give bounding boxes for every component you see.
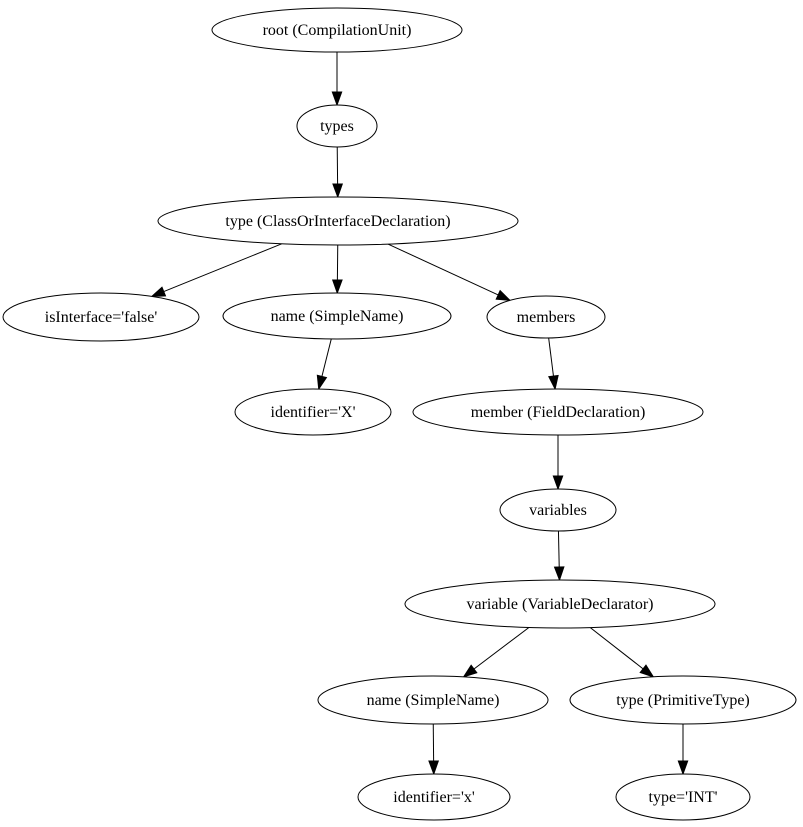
node-ellipse <box>157 196 519 246</box>
arrowhead-icon <box>331 279 343 295</box>
node-name-var: name (SimpleName) <box>317 675 549 725</box>
node-member-field: member (FieldDeclaration) <box>412 388 704 436</box>
node-ellipse <box>569 675 797 725</box>
node-is-interface: isInterface='false' <box>2 292 200 342</box>
node-ellipse <box>2 292 200 342</box>
edge-root-types <box>331 52 343 107</box>
node-label: type='INT' <box>649 789 718 806</box>
node-ellipse <box>615 773 751 821</box>
node-ellipse <box>211 7 463 53</box>
node-type-prim: type (PrimitiveType) <box>569 675 797 725</box>
arrowhead-icon <box>677 760 689 776</box>
node-variables: variables <box>499 488 617 532</box>
node-ellipse <box>499 488 617 532</box>
edge-type_class-name_class <box>331 244 343 295</box>
node-ellipse <box>222 292 452 340</box>
node-type-class: type (ClassOrInterfaceDeclaration) <box>157 196 519 246</box>
edge-types-type_class <box>332 146 344 199</box>
arrowhead-icon <box>331 91 343 107</box>
edge-members-member_field <box>548 337 559 391</box>
node-label: type (ClassOrInterfaceDeclaration) <box>225 213 450 230</box>
node-label: identifier='X' <box>271 404 356 421</box>
arrowhead-icon <box>548 374 559 391</box>
node-label: name (SimpleName) <box>367 692 500 709</box>
arrowhead-icon <box>495 289 512 301</box>
node-label: members <box>517 309 576 326</box>
node-identifier-X: identifier='X' <box>234 388 392 436</box>
node-ellipse <box>404 579 716 629</box>
edge-member_field-variables <box>552 435 564 491</box>
node-label: variables <box>529 502 587 519</box>
node-label: type (PrimitiveType) <box>616 692 750 709</box>
node-root: root (CompilationUnit) <box>211 7 463 53</box>
edge-type_class-members <box>387 243 512 301</box>
node-ellipse <box>357 773 511 821</box>
node-name-class: name (SimpleName) <box>222 292 452 340</box>
edge-variables-variable_decl <box>553 530 565 582</box>
arrowhead-icon <box>462 664 478 678</box>
node-label: member (FieldDeclaration) <box>471 404 646 421</box>
edge-name_class-identifier_X <box>316 338 332 391</box>
node-ellipse <box>317 675 549 725</box>
edge-type_prim-type_int <box>677 724 689 776</box>
node-label: isInterface='false' <box>45 309 158 326</box>
node-ellipse <box>412 388 704 436</box>
edge-variable_decl-type_prim <box>589 627 655 678</box>
arrowhead-icon <box>428 760 440 776</box>
node-label: name (SimpleName) <box>271 308 404 325</box>
edge-type_class-is_interface <box>150 243 282 298</box>
node-ellipse <box>234 388 392 436</box>
node-types: types <box>296 104 378 148</box>
node-label: identifier='x' <box>393 789 475 806</box>
node-type-int: type='INT' <box>615 773 751 821</box>
arrowhead-icon <box>150 286 167 298</box>
arrowhead-icon <box>316 374 328 391</box>
edge-name_var-identifier_x <box>428 723 440 776</box>
node-label: root (CompilationUnit) <box>263 22 412 39</box>
node-variable-decl: variable (VariableDeclarator) <box>404 579 716 629</box>
node-label: types <box>320 118 354 135</box>
arrowhead-icon <box>639 664 655 678</box>
arrowhead-icon <box>332 183 344 199</box>
node-label: variable (VariableDeclarator) <box>467 596 654 613</box>
arrowhead-icon <box>553 566 565 582</box>
node-ellipse <box>486 295 606 339</box>
edge-variable_decl-name_var <box>462 627 530 678</box>
node-members: members <box>486 295 606 339</box>
node-ellipse <box>296 104 378 148</box>
node-identifier-x: identifier='x' <box>357 773 511 821</box>
arrowhead-icon <box>552 475 564 491</box>
